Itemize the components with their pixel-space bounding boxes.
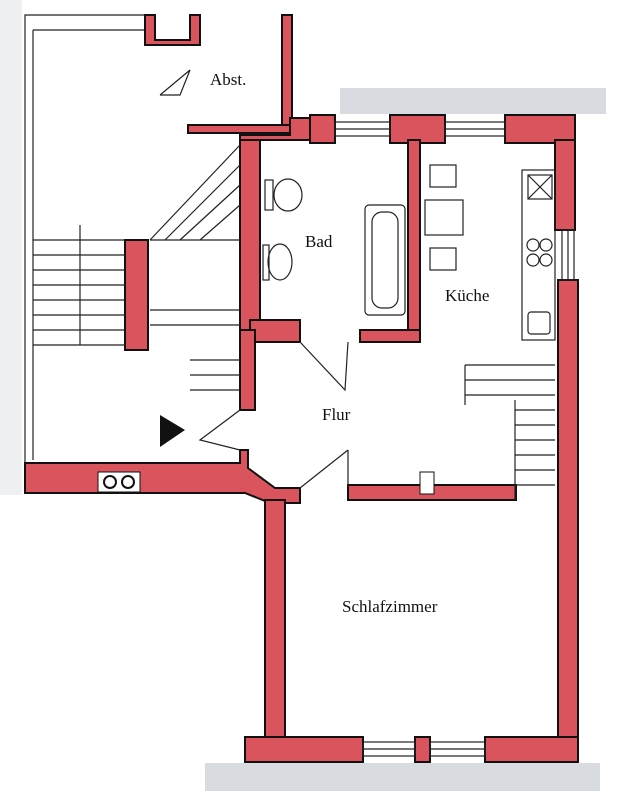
- doors: [159, 69, 349, 489]
- room-label-bedroom: Schlafzimmer: [342, 597, 438, 616]
- walls: [24, 14, 579, 763]
- stairwell-outline: [24, 14, 148, 465]
- windows: [334, 121, 575, 757]
- bath-fixtures: [262, 178, 406, 316]
- entrance-arrow-icon: [160, 415, 185, 447]
- room-label-bath: Bad: [305, 232, 333, 251]
- kitchen-fixtures: [424, 164, 556, 341]
- chimney: [97, 471, 435, 495]
- exterior-shade-left: [0, 0, 22, 495]
- room-label-hall: Flur: [322, 405, 351, 424]
- stairs: [33, 144, 555, 500]
- exterior-shade-top: [340, 88, 606, 114]
- exterior-shade-bottom: [205, 763, 600, 791]
- room-label-storage: Abst.: [210, 70, 247, 89]
- room-label-kitchen: Küche: [445, 286, 490, 305]
